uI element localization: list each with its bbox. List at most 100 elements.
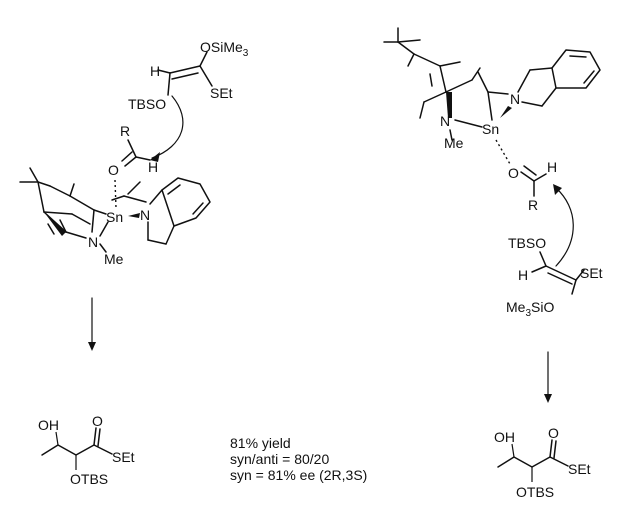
right-aldehyde-r-label: R bbox=[528, 197, 538, 213]
product-co bbox=[549, 439, 553, 458]
enol-otbs-bond bbox=[539, 251, 547, 267]
sn-methyl bbox=[477, 71, 489, 93]
sn-label: Sn bbox=[106, 209, 123, 225]
n-me-bond bbox=[449, 129, 453, 141]
right-enol-tbso-label: TBSO bbox=[508, 235, 546, 251]
product-cs bbox=[93, 444, 113, 455]
indoline-bond bbox=[521, 101, 543, 107]
product-co bbox=[93, 427, 97, 446]
indoline-bond bbox=[149, 189, 163, 205]
enol-double-bond bbox=[169, 65, 201, 74]
n-sn-bond bbox=[454, 119, 483, 128]
right-aldehyde-o-label: O bbox=[508, 165, 519, 181]
right-aldehyde-h-label: H bbox=[547, 159, 557, 175]
right-me-label: Me bbox=[444, 135, 464, 151]
right-indoline-n-label: N bbox=[510, 91, 520, 107]
product-co-2 bbox=[97, 428, 101, 447]
aldehyde-o-label: O bbox=[108, 162, 119, 178]
cage-bond bbox=[397, 41, 415, 55]
aldehyde-r-bond bbox=[127, 139, 137, 158]
right-n-label: N bbox=[440, 113, 450, 129]
cage-bond bbox=[397, 39, 421, 43]
cage-wedge bbox=[446, 92, 452, 118]
cage-bond bbox=[37, 181, 45, 213]
right-sn-label: Sn bbox=[482, 121, 499, 137]
results-block: 81% yield syn/anti = 80/20 syn = 81% ee … bbox=[230, 435, 367, 483]
right-enol-h-label: H bbox=[518, 267, 528, 283]
results-yield: 81% yield bbox=[230, 435, 291, 451]
cage-bond bbox=[29, 167, 39, 183]
sn-ch-bond bbox=[487, 91, 493, 121]
cage-bond bbox=[423, 91, 447, 103]
product-bond bbox=[497, 456, 515, 468]
product-co-2 bbox=[553, 440, 557, 459]
cage-bond bbox=[37, 181, 51, 187]
product-set-label: SEt bbox=[112, 449, 135, 465]
left-product: OH O SEt OTBS bbox=[38, 413, 135, 487]
cage-methyl bbox=[429, 73, 433, 87]
product-o-label: O bbox=[92, 413, 103, 429]
left-aldehyde: R O H bbox=[108, 123, 158, 209]
indoline-aromatic bbox=[583, 70, 595, 84]
cage-bond bbox=[69, 195, 95, 211]
product-oh-label: OH bbox=[38, 417, 59, 433]
product-bond bbox=[41, 444, 59, 456]
product-oh-hash bbox=[55, 431, 59, 446]
cage-bond bbox=[43, 211, 73, 215]
indoline-bond bbox=[147, 239, 167, 245]
aldehyde-co-bond bbox=[124, 156, 137, 167]
amine-n-label: N bbox=[88, 234, 98, 250]
aldehyde-h-bond bbox=[533, 173, 547, 182]
right-curved-arrow bbox=[555, 187, 574, 267]
cage-bond bbox=[419, 101, 425, 119]
aldehyde-h-bond bbox=[135, 156, 151, 161]
right-product-set-label: SEt bbox=[568, 461, 591, 477]
right-enol-set-label: SEt bbox=[580, 265, 603, 281]
enol-h-label: H bbox=[150, 63, 160, 79]
n-me-label: Me bbox=[104, 251, 124, 267]
enol-osime3-label: OSiMe3 bbox=[200, 39, 249, 59]
indoline-bond bbox=[541, 87, 557, 107]
sn-n-wedge bbox=[128, 213, 140, 218]
sn-methyl bbox=[127, 181, 141, 195]
product-bond bbox=[531, 456, 551, 468]
enol-double-bond-inner bbox=[547, 272, 573, 285]
cage-bond bbox=[59, 219, 67, 233]
cage-bond bbox=[65, 231, 87, 239]
right-product-otbs-label: OTBS bbox=[516, 484, 554, 500]
enol-tbso-label: TBSO bbox=[128, 96, 166, 112]
enol-otbs-bond bbox=[167, 72, 171, 96]
right-curved-arrowhead bbox=[553, 184, 562, 195]
o-sn-coordination bbox=[495, 139, 511, 165]
right-enol-me3sio-label: Me3SiO bbox=[506, 299, 554, 319]
indoline-bond bbox=[529, 67, 553, 71]
left-silyl-enol-ether: H TBSO OSiMe3 SEt bbox=[128, 39, 249, 112]
cage-bond bbox=[71, 213, 91, 225]
cage-bond bbox=[49, 185, 71, 197]
right-arrowhead bbox=[544, 394, 552, 403]
aldehyde-r-label: R bbox=[120, 123, 130, 139]
n-me-bond bbox=[99, 243, 107, 253]
sn-ch-bond bbox=[123, 195, 147, 203]
cage-bond bbox=[471, 67, 481, 81]
cage-wedge bbox=[44, 212, 66, 236]
enol-h-bond bbox=[531, 265, 547, 273]
indoline-bond bbox=[517, 69, 531, 93]
enol-double-bond-inner bbox=[171, 72, 199, 80]
cage-bond bbox=[407, 53, 415, 67]
sn-n-wedge bbox=[500, 106, 512, 118]
sn-ch-bond bbox=[111, 195, 125, 201]
enol-osi-bond bbox=[571, 279, 577, 295]
cage-bond bbox=[93, 209, 107, 215]
cage-methyl bbox=[47, 223, 55, 235]
right-tin-complex: N Me Sn N bbox=[383, 27, 601, 165]
right-product: OH O SEt OTBS bbox=[494, 425, 591, 500]
enol-set-bond bbox=[575, 269, 585, 281]
indoline-bond bbox=[165, 225, 175, 245]
o-sn-coordination bbox=[114, 179, 117, 209]
results-dr: syn/anti = 80/20 bbox=[230, 451, 329, 467]
indoline-benzene bbox=[161, 177, 211, 227]
left-curved-arrowhead bbox=[150, 152, 160, 162]
left-curved-arrow bbox=[151, 95, 184, 159]
ch-n-bond bbox=[487, 91, 509, 95]
